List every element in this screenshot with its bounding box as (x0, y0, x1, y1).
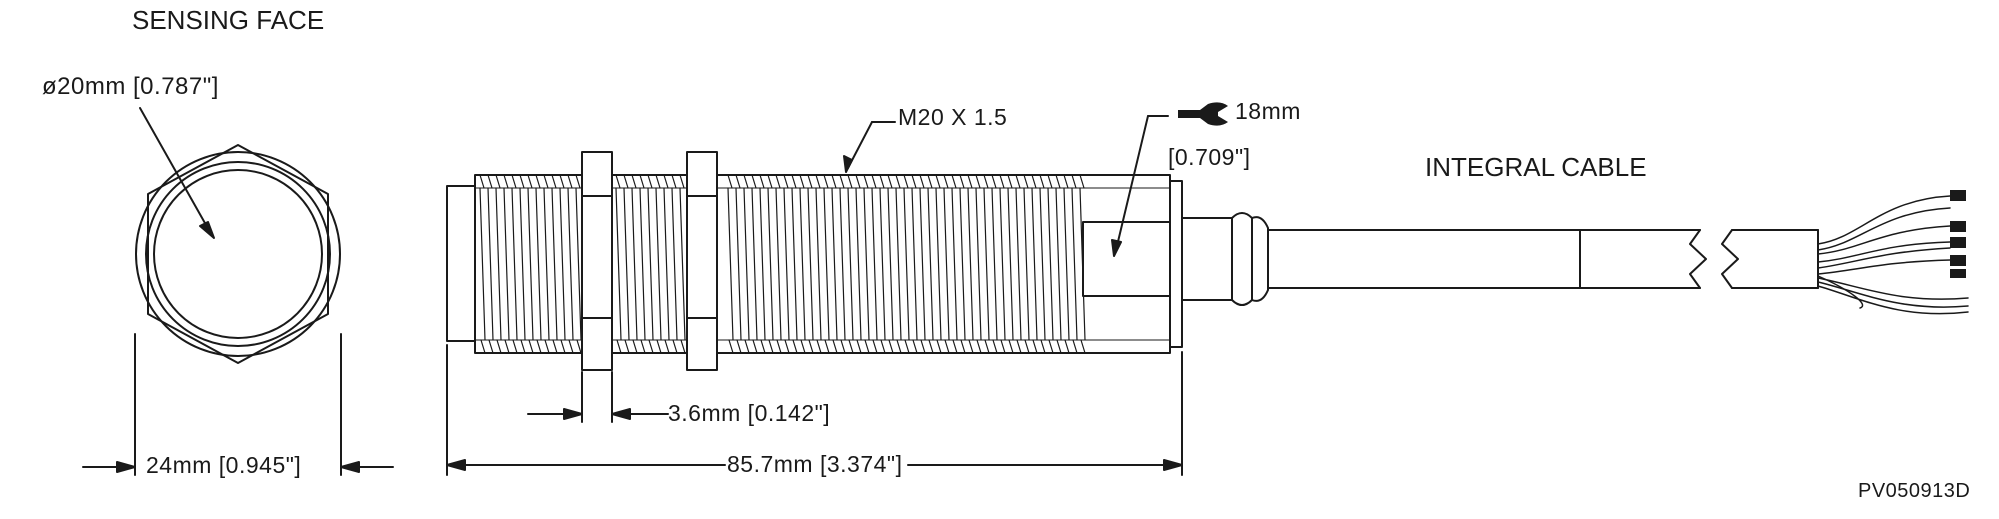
cable-break-left (1689, 229, 1707, 289)
cable-break-right (1721, 229, 1739, 289)
wrench-size-inch-label: [0.709"] (1168, 144, 1251, 170)
thread-hatching (479, 174, 1086, 354)
thread-label: M20 X 1.5 (898, 104, 1008, 130)
wire-ends (1950, 190, 1966, 278)
drawing-number-label: PV050913D (1858, 480, 1971, 502)
sensing-face-circle (153, 169, 323, 339)
overall-length-dimension (446, 344, 1183, 476)
thread-inner-circle (145, 161, 331, 347)
thread-outer-circle (135, 151, 341, 357)
overall-length-label: 85.7mm [3.374"] (727, 451, 903, 477)
strain-relief (1181, 212, 1269, 306)
sensing-face-cap (446, 185, 476, 342)
open-end-wrench-icon (1178, 102, 1228, 126)
sensor-side-view (446, 115, 1969, 371)
wrench-flats (1082, 221, 1172, 297)
hex-nut-outline (147, 144, 329, 364)
threaded-body (474, 174, 1171, 354)
sensing-face-label: SENSING FACE (132, 5, 325, 35)
hex-nut-2 (686, 151, 718, 371)
sensing-face-end-view (82, 107, 394, 476)
rear-collar (1169, 180, 1183, 348)
wrench-size-label: 18mm (1235, 98, 1301, 124)
hex-width-label: 24mm [0.945"] (146, 452, 302, 478)
nut-thickness-dimension (527, 371, 669, 423)
cable-wires (1817, 195, 1969, 315)
hex-nut-1 (581, 151, 613, 371)
nut-thickness-label: 3.6mm [0.142"] (668, 400, 831, 426)
integral-cable-label: INTEGRAL CABLE (1425, 152, 1647, 182)
diameter-label: ø20mm [0.787"] (42, 73, 219, 100)
